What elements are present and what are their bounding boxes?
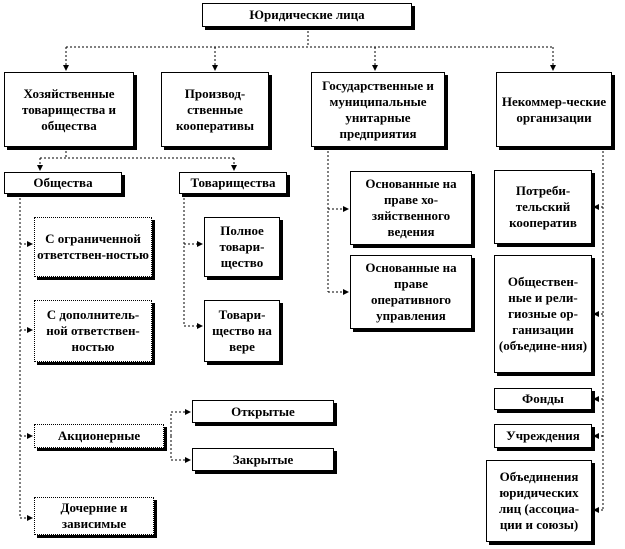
node-label: Открытые bbox=[231, 403, 295, 419]
node-label: Товарищества bbox=[190, 175, 276, 190]
node-consumer-cooperative: Потреби-тельский кооператив bbox=[494, 170, 592, 244]
node-label: Хозяйственные товарищества и общества bbox=[22, 85, 116, 133]
node-llc: С ограниченной ответствен-ностью bbox=[34, 217, 152, 277]
node-label: Дочерние и зависимые bbox=[60, 500, 128, 531]
node-label: Некоммер-ческие организации bbox=[501, 93, 607, 125]
node-label: Полное товари-щество bbox=[219, 223, 265, 270]
node-alc: С дополнитель-ной ответствен-ностью bbox=[34, 300, 152, 362]
node-cooperatives: Производ-ственные кооперативы bbox=[161, 72, 269, 147]
node-companies: Общества bbox=[4, 172, 122, 194]
node-legal-entities: Юридические лица bbox=[202, 3, 412, 27]
node-label: Товари-щество на вере bbox=[212, 307, 272, 354]
node-public-religious: Обществен-ные и рели-гиозные ор-ганизаци… bbox=[494, 255, 592, 373]
node-economic-management: Основанные на праве хо-зяйственного веде… bbox=[350, 171, 472, 245]
node-subsidiary: Дочерние и зависимые bbox=[34, 497, 154, 535]
node-label: Потреби-тельский кооператив bbox=[509, 183, 577, 230]
node-commercial: Хозяйственные товарищества и общества bbox=[4, 72, 134, 147]
node-label: Государственные и муниципальные унитарны… bbox=[322, 77, 434, 141]
node-label: Обществен-ные и рели-гиозные ор-ганизаци… bbox=[498, 274, 588, 353]
node-closed: Закрытые bbox=[192, 448, 334, 471]
node-label: Основанные на праве хо-зяйственного веде… bbox=[365, 176, 457, 239]
node-noncommercial: Некоммер-ческие организации bbox=[496, 72, 612, 147]
node-label: Объединения юридических лиц (ассоциа-ции… bbox=[498, 469, 580, 532]
node-limited-partnership: Товари-щество на вере bbox=[204, 300, 280, 362]
node-funds: Фонды bbox=[494, 388, 592, 410]
node-joint-stock: Акционерные bbox=[34, 424, 164, 448]
node-full-partnership: Полное товари-щество bbox=[204, 217, 280, 277]
node-label: Акционерные bbox=[57, 428, 141, 443]
node-label: Фонды bbox=[522, 391, 564, 406]
node-label: Юридические лица bbox=[249, 7, 365, 22]
node-label: Основанные на праве оперативного управле… bbox=[365, 260, 457, 323]
node-partnerships: Товарищества bbox=[179, 172, 287, 194]
node-label: Общества bbox=[33, 175, 93, 190]
node-open: Открытые bbox=[192, 400, 334, 423]
node-label: С ограниченной ответствен-ностью bbox=[37, 231, 149, 262]
node-label: С дополнитель-ной ответствен-ностью bbox=[46, 307, 140, 354]
node-label: Учреждения bbox=[506, 428, 580, 443]
node-unitary: Государственные и муниципальные унитарны… bbox=[311, 72, 445, 147]
node-label: Закрытые bbox=[232, 451, 294, 467]
node-associations: Объединения юридических лиц (ассоциа-ции… bbox=[486, 460, 592, 542]
node-institutions: Учреждения bbox=[494, 424, 592, 448]
node-label: Производ-ственные кооперативы bbox=[175, 85, 255, 133]
node-operational-management: Основанные на праве оперативного управле… bbox=[350, 255, 472, 329]
